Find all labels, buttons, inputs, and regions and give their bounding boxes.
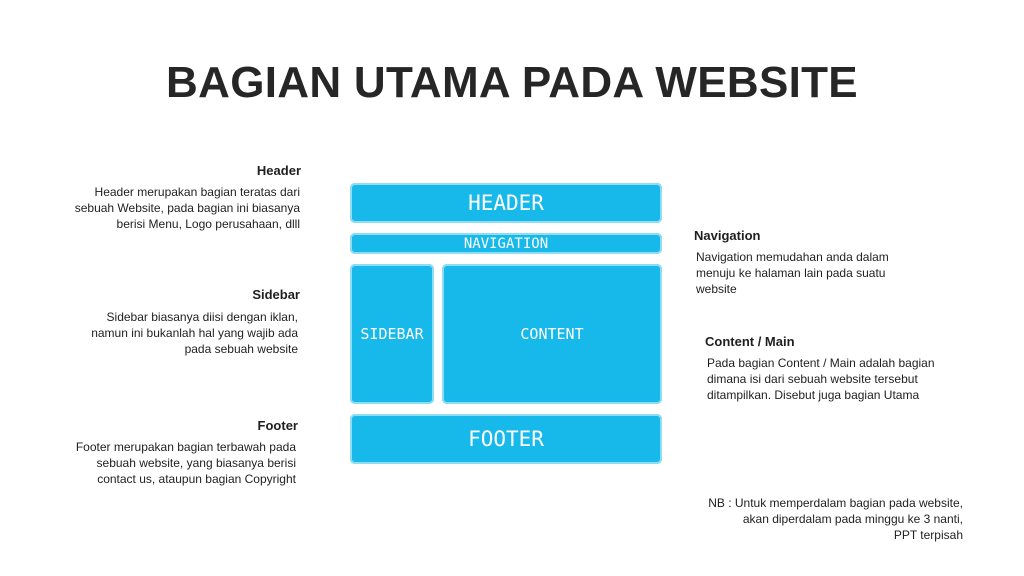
footnote-line: PPT terpisah [893, 528, 963, 542]
footer-heading: Footer [257, 418, 298, 433]
sidebar-block: SIDEBAR [350, 264, 434, 404]
header-heading: Header [256, 163, 301, 178]
sidebar-desc-line: namun ini bukanlah hal yang wajib ada [91, 326, 298, 340]
navigation-desc-line: website [696, 282, 737, 296]
header-desc-line: berisi Menu, Logo perusahaan, dlll [116, 217, 300, 231]
footnote-line: NB : Untuk memperdalam bagian pada websi… [708, 496, 963, 510]
navigation-desc-line: menuju ke halaman lain pada suatu [696, 266, 886, 280]
footer-desc-line: contact us, ataupun bagian Copyright [97, 472, 296, 486]
navigation-heading: Navigation [694, 228, 761, 243]
page-title: BAGIAN UTAMA PADA WEBSITE [166, 58, 858, 107]
content-heading: Content / Main [705, 334, 795, 349]
footnote: NB : Untuk memperdalam bagian pada websi… [643, 495, 963, 543]
content-description: Pada bagian Content / Main adalah bagian… [707, 355, 987, 403]
content-desc-line: ditampilkan. Disebut juga bagian Utama [707, 388, 920, 402]
header-desc-line: Header merupakan bagian teratas dari [94, 185, 300, 199]
navigation-description: Navigation memudahan anda dalam menuju k… [696, 249, 956, 297]
sidebar-desc-line: pada sebuah website [184, 342, 298, 356]
footnote-line: akan diperdalam pada minggu ke 3 nanti, [742, 512, 963, 526]
sidebar-description: Sidebar biasanya diisi dengan iklan, nam… [18, 309, 298, 357]
content-desc-line: Pada bagian Content / Main adalah bagian [707, 356, 935, 370]
content-block: CONTENT [442, 264, 662, 404]
footer-description: Footer merupakan bagian terbawah pada se… [16, 439, 296, 487]
header-block: HEADER [350, 183, 662, 223]
header-desc-line: sebuah Website, pada bagian ini biasanya [74, 201, 300, 215]
footer-desc-line: sebuah website, yang biasanya berisi [96, 456, 296, 470]
navigation-desc-line: Navigation memudahan anda dalam [696, 250, 889, 264]
footer-desc-line: Footer merupakan bagian terbawah pada [75, 440, 296, 454]
sidebar-heading: Sidebar [252, 287, 300, 302]
header-description: Header merupakan bagian teratas dari seb… [20, 184, 300, 232]
navigation-block: NAVIGATION [350, 233, 662, 254]
content-desc-line: dimana isi dari sebuah website tersebut [707, 372, 918, 386]
footer-block: FOOTER [350, 414, 662, 464]
sidebar-desc-line: Sidebar biasanya diisi dengan iklan, [106, 310, 298, 324]
